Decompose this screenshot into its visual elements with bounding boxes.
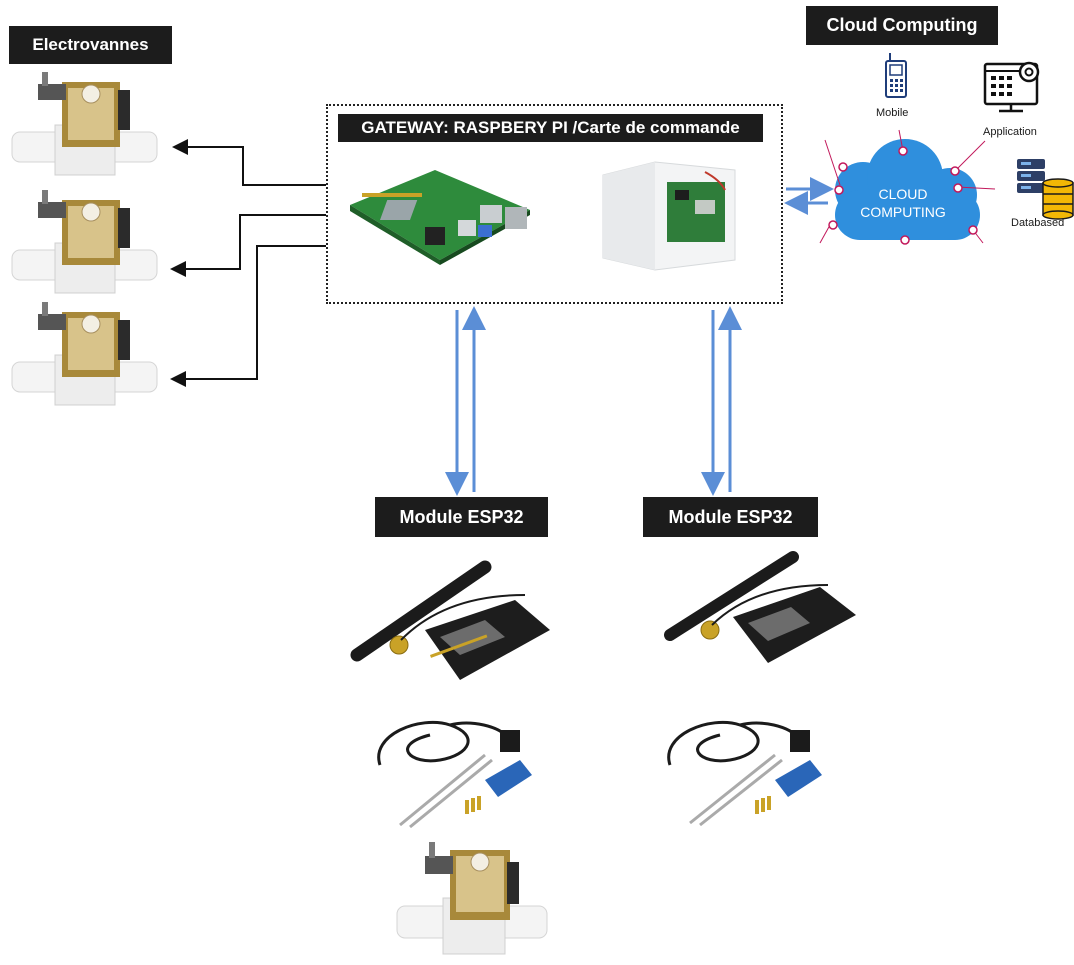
raspberry-pi-board (350, 170, 530, 265)
electrovannes-label: Electrovannes (9, 26, 172, 64)
mobile-phone-icon (885, 53, 907, 98)
control-board-box (602, 161, 736, 271)
database-label: Databased (1011, 217, 1065, 229)
cloud-text-line2: COMPUTING (860, 204, 946, 220)
solenoid-valve-1 (11, 72, 158, 176)
esp32-board-2 (664, 551, 856, 663)
arrow-to-valve-2 (170, 214, 326, 277)
cloud-text-line1: CLOUD (878, 186, 928, 202)
soil-moisture-sensor-1 (377, 720, 532, 829)
gateway-title: GATEWAY: RASPBERY PI /Carte de commande (338, 114, 763, 142)
solenoid-valve-2 (11, 190, 158, 294)
database-icon (1017, 159, 1074, 220)
solenoid-valve-3 (11, 302, 158, 406)
cloud-computing-label: Cloud Computing (806, 6, 998, 45)
cloud-text: CLOUD COMPUTING (845, 185, 961, 221)
gateway-box (326, 104, 783, 304)
soil-moisture-sensor-2 (667, 720, 822, 827)
solenoid-valve-bottom (396, 842, 548, 955)
cloud-computing-diagram (819, 129, 996, 245)
application-icon (983, 61, 1040, 113)
mobile-label: Mobile (876, 107, 909, 119)
esp32-board-1 (350, 560, 550, 680)
esp32-module-label-2: Module ESP32 (643, 497, 818, 537)
esp32-module-label-1: Module ESP32 (375, 497, 548, 537)
arrow-to-valve-1 (172, 139, 326, 186)
application-label: Application (983, 126, 1037, 138)
arrow-to-valve-3 (170, 245, 326, 387)
